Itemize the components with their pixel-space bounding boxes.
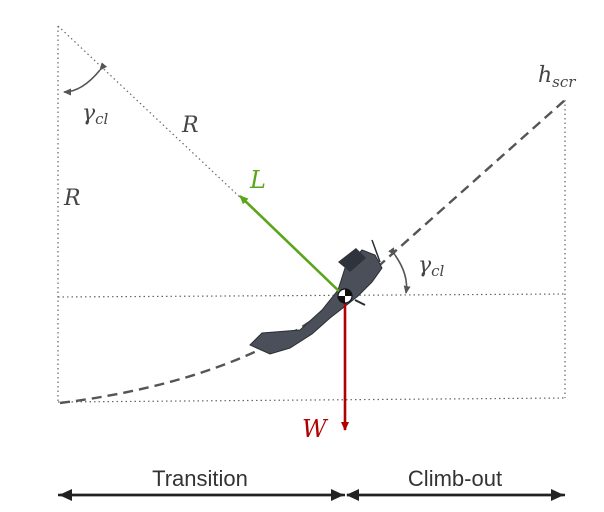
- climb-angle-arc-aircraft: [388, 247, 411, 294]
- lift-label: L: [249, 166, 266, 194]
- radius-label-vertical: R: [63, 186, 81, 211]
- horizontal-reference-line: [57, 293, 566, 298]
- climb-angle-label-top: γcl: [82, 101, 109, 128]
- ground-line: [57, 397, 566, 403]
- weight-label: W: [302, 415, 329, 443]
- lift-vector: [239, 195, 344, 296]
- center-of-gravity-icon: [337, 288, 353, 304]
- aircraft-silhouette-icon: [249, 239, 383, 355]
- flight-path: [59, 99, 566, 405]
- transition-label: Transition: [152, 466, 248, 491]
- radius-label-diagonal: R: [181, 113, 199, 138]
- climbout-label: Climb-out: [408, 466, 502, 491]
- climb-angle-arc-top: [63, 62, 108, 96]
- screen-height-label: hscr: [538, 63, 576, 91]
- climb-angle-label-aircraft: γcl: [418, 253, 445, 280]
- construction-lines: [57, 25, 566, 403]
